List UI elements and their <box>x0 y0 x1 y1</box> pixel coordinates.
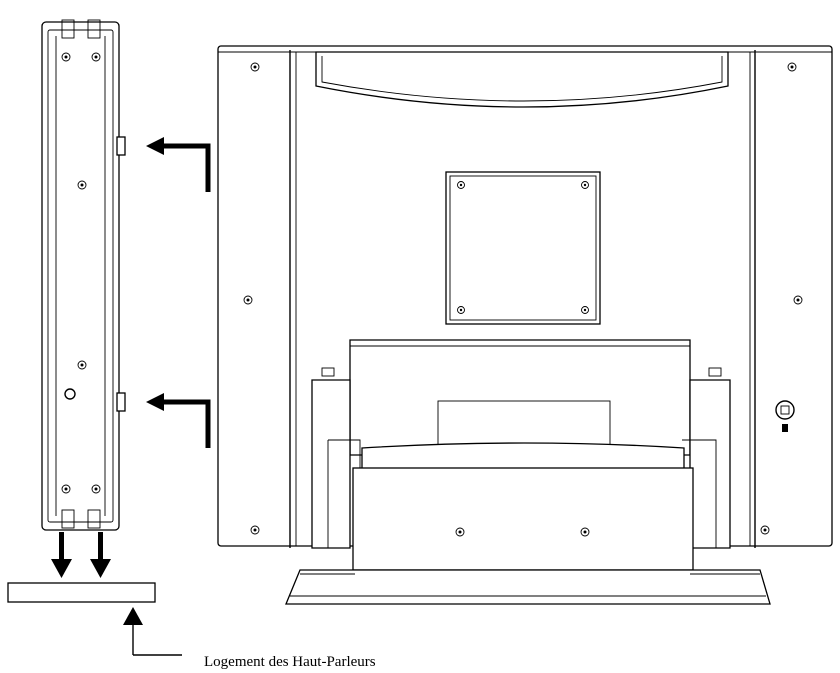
speaker-slot-left-icon <box>321 367 335 377</box>
monitor-rear <box>217 45 833 605</box>
insert-arrow-right <box>90 532 111 578</box>
speaker-slot <box>7 582 156 603</box>
insert-arrow-left <box>51 532 72 578</box>
speaker-bar <box>41 19 126 531</box>
speaker-slot-pointer <box>123 607 182 656</box>
kensington-lock-icon <box>775 400 795 432</box>
stand-screws <box>455 527 590 537</box>
monitor-stand <box>361 442 685 471</box>
mounting-hook-upper <box>116 136 126 156</box>
speaker-screws <box>61 52 101 494</box>
hook-arrow-upper <box>146 137 211 192</box>
carry-handle <box>315 51 729 108</box>
speaker-slot-right-icon <box>708 367 722 377</box>
housing-screws <box>243 62 803 535</box>
audio-jack-icon <box>64 388 76 400</box>
mounting-hook-lower <box>116 392 126 412</box>
speaker-slot-label: Logement des Haut-Parleurs <box>204 654 376 670</box>
vesa-screws <box>457 181 589 314</box>
hook-arrow-lower <box>146 393 211 448</box>
vesa-mount-plate <box>445 171 601 325</box>
